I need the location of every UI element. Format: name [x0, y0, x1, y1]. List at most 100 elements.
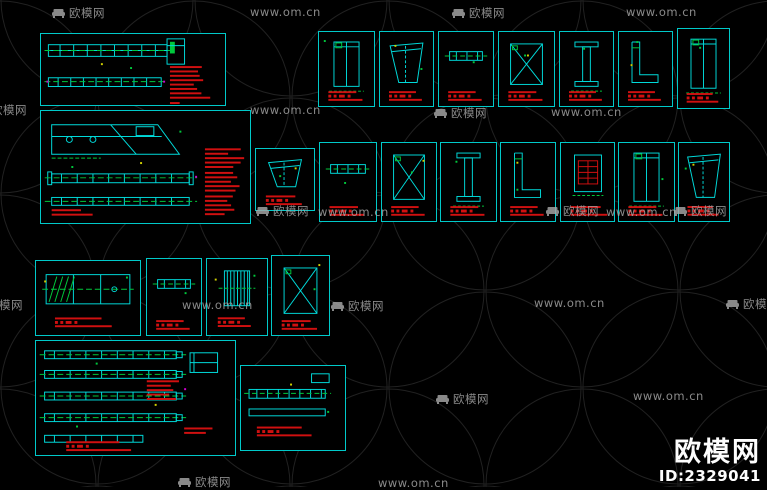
- watermark-url-text: www.om.cn: [626, 5, 697, 19]
- watermark-brand-text: 欧模网: [453, 392, 489, 406]
- watermark-url-text: www.om.cn: [633, 389, 704, 403]
- watermark-url: www.om.cn: [606, 205, 677, 219]
- sheet-drawing: [570, 154, 608, 216]
- watermark-brand: 欧模网: [331, 298, 384, 314]
- watermark-url: www.om.cn: [182, 298, 253, 312]
- sofa-icon: [452, 8, 465, 18]
- sheet-drawing: [214, 270, 256, 327]
- watermark-brand: 欧模网: [0, 102, 27, 118]
- watermark-url-text: www.om.cn: [182, 298, 253, 312]
- sheet-drawing: [450, 152, 485, 216]
- drawing-sheet: [318, 31, 375, 107]
- sofa-icon: [436, 394, 449, 404]
- sheet-drawing: [508, 43, 543, 101]
- watermark-brand: 欧模网: [256, 203, 309, 219]
- watermark-brand-text: 欧模网: [348, 299, 384, 313]
- watermark-brand: 欧模网: [546, 203, 599, 219]
- sheet-drawing: [281, 264, 321, 330]
- drawing-sheet: [146, 258, 202, 336]
- watermark-brand: 欧模网: [726, 296, 767, 312]
- sofa-icon: [674, 206, 687, 216]
- sofa-icon: [178, 477, 191, 487]
- watermark-url-text: www.om.cn: [250, 5, 321, 19]
- watermark-brand-text: 欧模网: [743, 297, 767, 311]
- watermark-brand: 欧模网: [434, 105, 487, 121]
- drawing-sheet: [677, 28, 730, 109]
- sheet-drawing: [44, 124, 245, 216]
- watermark-brand-text: 欧模网: [0, 103, 27, 117]
- drawing-sheet: [500, 142, 556, 222]
- watermark-url: www.om.cn: [250, 103, 321, 117]
- drawing-sheet: [40, 33, 226, 106]
- sheet-drawing: [510, 152, 544, 216]
- sofa-icon: [256, 206, 269, 216]
- sheet-drawing: [44, 38, 211, 105]
- drawing-sheet: [319, 142, 377, 222]
- drawing-sheet: [678, 142, 730, 222]
- watermark-brand: 欧模网: [52, 5, 105, 21]
- watermark-url-text: www.om.cn: [318, 205, 389, 219]
- watermark-url-text: www.om.cn: [250, 103, 321, 117]
- watermark-brand-text: 欧模网: [563, 204, 599, 218]
- sheet-drawing: [686, 38, 721, 103]
- sheet-drawing: [325, 164, 371, 216]
- watermark-brand: 欧模网: [436, 391, 489, 407]
- drawing-sheet: [35, 340, 236, 456]
- image-id: ID:2329041: [658, 467, 761, 485]
- sheet-drawing: [569, 41, 602, 101]
- drawing-sheet: [271, 255, 330, 336]
- watermark-url-text: www.om.cn: [534, 296, 605, 310]
- watermark-brand-text: 欧模网: [691, 204, 727, 218]
- watermark-brand: 欧模网: [0, 297, 23, 313]
- watermark-url: www.om.cn: [534, 296, 605, 310]
- sheet-drawing: [628, 41, 661, 101]
- watermark-url-text: www.om.cn: [378, 476, 449, 490]
- sheet-drawing: [152, 279, 196, 330]
- sheet-drawing: [684, 153, 721, 216]
- drawing-sheet: [240, 365, 346, 451]
- watermark-url: www.om.cn: [318, 205, 389, 219]
- watermark-url-text: www.om.cn: [606, 205, 677, 219]
- drawing-sheet: [498, 31, 555, 107]
- sheet-drawing: [244, 373, 332, 437]
- drawing-sheet: [255, 148, 315, 211]
- drawing-sheet: [560, 142, 615, 222]
- watermark-url: www.om.cn: [633, 389, 704, 403]
- drawing-sheet: [206, 258, 268, 336]
- drawing-sheet: [35, 260, 141, 336]
- sofa-icon: [52, 8, 65, 18]
- drawing-sheet: [618, 31, 673, 107]
- watermark-brand-text: 欧模网: [0, 298, 23, 312]
- watermark-url: www.om.cn: [378, 476, 449, 490]
- watermark-brand: 欧模网: [452, 5, 505, 21]
- drawing-sheet: [438, 31, 494, 107]
- sheet-drawing: [39, 350, 219, 452]
- drawing-sheet: [618, 142, 675, 222]
- sofa-icon: [434, 108, 447, 118]
- sheet-drawing: [42, 274, 134, 328]
- watermark-url-text: www.om.cn: [551, 105, 622, 119]
- drawing-sheet: [40, 110, 251, 224]
- watermark-brand: 欧模网: [674, 203, 727, 219]
- watermark-url: www.om.cn: [626, 5, 697, 19]
- watermark-brand: 欧模网: [178, 474, 231, 490]
- watermark-brand-text: 欧模网: [69, 6, 105, 20]
- drawing-sheet: [559, 31, 614, 107]
- watermark-url: www.om.cn: [551, 105, 622, 119]
- brand-footer: 欧模网 ID:2329041: [658, 436, 761, 485]
- brand-name: 欧模网: [674, 436, 761, 468]
- sofa-icon: [331, 301, 344, 311]
- sheet-drawing: [628, 152, 664, 216]
- drawing-sheet: [381, 142, 437, 222]
- watermark-url: www.om.cn: [250, 5, 321, 19]
- watermark-brand-text: 欧模网: [469, 6, 505, 20]
- sheet-drawing: [444, 51, 488, 101]
- drawing-sheet: [379, 31, 434, 107]
- watermark-brand-text: 欧模网: [451, 106, 487, 120]
- sheet-drawing: [389, 42, 424, 101]
- sofa-icon: [726, 299, 739, 309]
- watermark-brand-text: 欧模网: [195, 475, 231, 489]
- watermark-brand-text: 欧模网: [273, 204, 309, 218]
- sofa-icon: [546, 206, 559, 216]
